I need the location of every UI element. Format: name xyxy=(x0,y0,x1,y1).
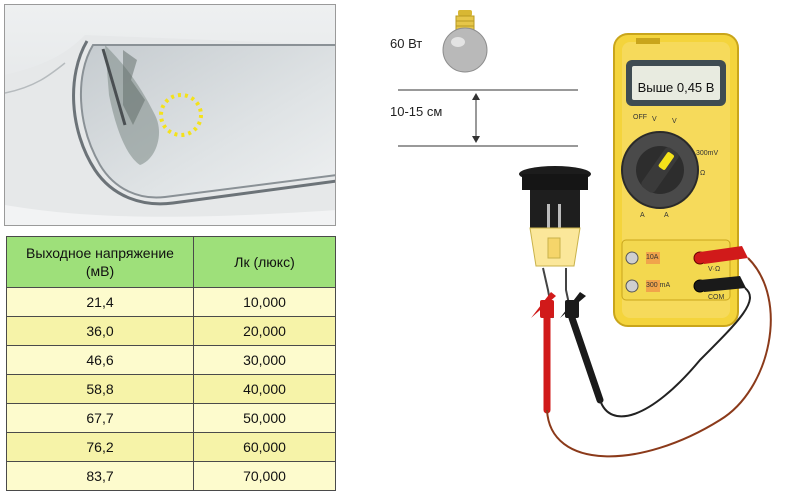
multimeter-display: Выше 0,45 В xyxy=(637,80,715,95)
port-vohm-label: V·Ω xyxy=(708,266,721,273)
red-lead-wire xyxy=(546,257,772,458)
voltage-cell: 58,8 xyxy=(6,374,194,404)
windshield-photo xyxy=(4,4,336,226)
dial-aac-label: A xyxy=(640,212,645,219)
dial-vdc-label: V xyxy=(672,118,677,125)
sensor-location-marker xyxy=(159,93,203,137)
voltage-cell: 36,0 xyxy=(6,316,194,346)
sensor-icon xyxy=(519,166,591,267)
dial-off-label: OFF xyxy=(633,114,647,121)
lux-cell: 30,000 xyxy=(193,345,336,375)
lux-cell: 50,000 xyxy=(193,403,336,433)
lux-cell: 40,000 xyxy=(193,374,336,404)
port-300ma-label: 300 mA xyxy=(646,282,671,289)
lux-cell: 70,000 xyxy=(193,461,336,491)
light-bulb-icon xyxy=(442,10,488,73)
voltage-cell: 76,2 xyxy=(6,432,194,462)
dimension-arrow-icon xyxy=(398,89,578,147)
multimeter-icon xyxy=(613,33,748,327)
lux-cell: 20,000 xyxy=(193,316,336,346)
table-header-row: Выходное напряжение (мВ) Лк (люкс) xyxy=(6,236,336,288)
test-probe-icon xyxy=(531,267,604,414)
dial-adc-label: A xyxy=(664,212,669,219)
column-header-voltage: Выходное напряжение (мВ) xyxy=(6,236,194,288)
voltage-cell: 67,7 xyxy=(6,403,194,433)
port-10a-label: 10A xyxy=(646,254,659,261)
black-lead-wire xyxy=(599,287,751,418)
voltage-cell: 83,7 xyxy=(6,461,194,491)
distance-label: 10-15 см xyxy=(390,104,443,119)
dial-vac-label: V xyxy=(652,116,657,123)
lamp-power-label: 60 Вт xyxy=(390,36,423,51)
column-header-lux: Лк (люкс) xyxy=(193,236,336,288)
port-com-label: COM xyxy=(708,294,725,301)
dial-mv-label: 300mV xyxy=(696,150,719,157)
dial-ohm-label: Ω xyxy=(700,170,706,177)
lux-cell: 10,000 xyxy=(193,287,336,317)
